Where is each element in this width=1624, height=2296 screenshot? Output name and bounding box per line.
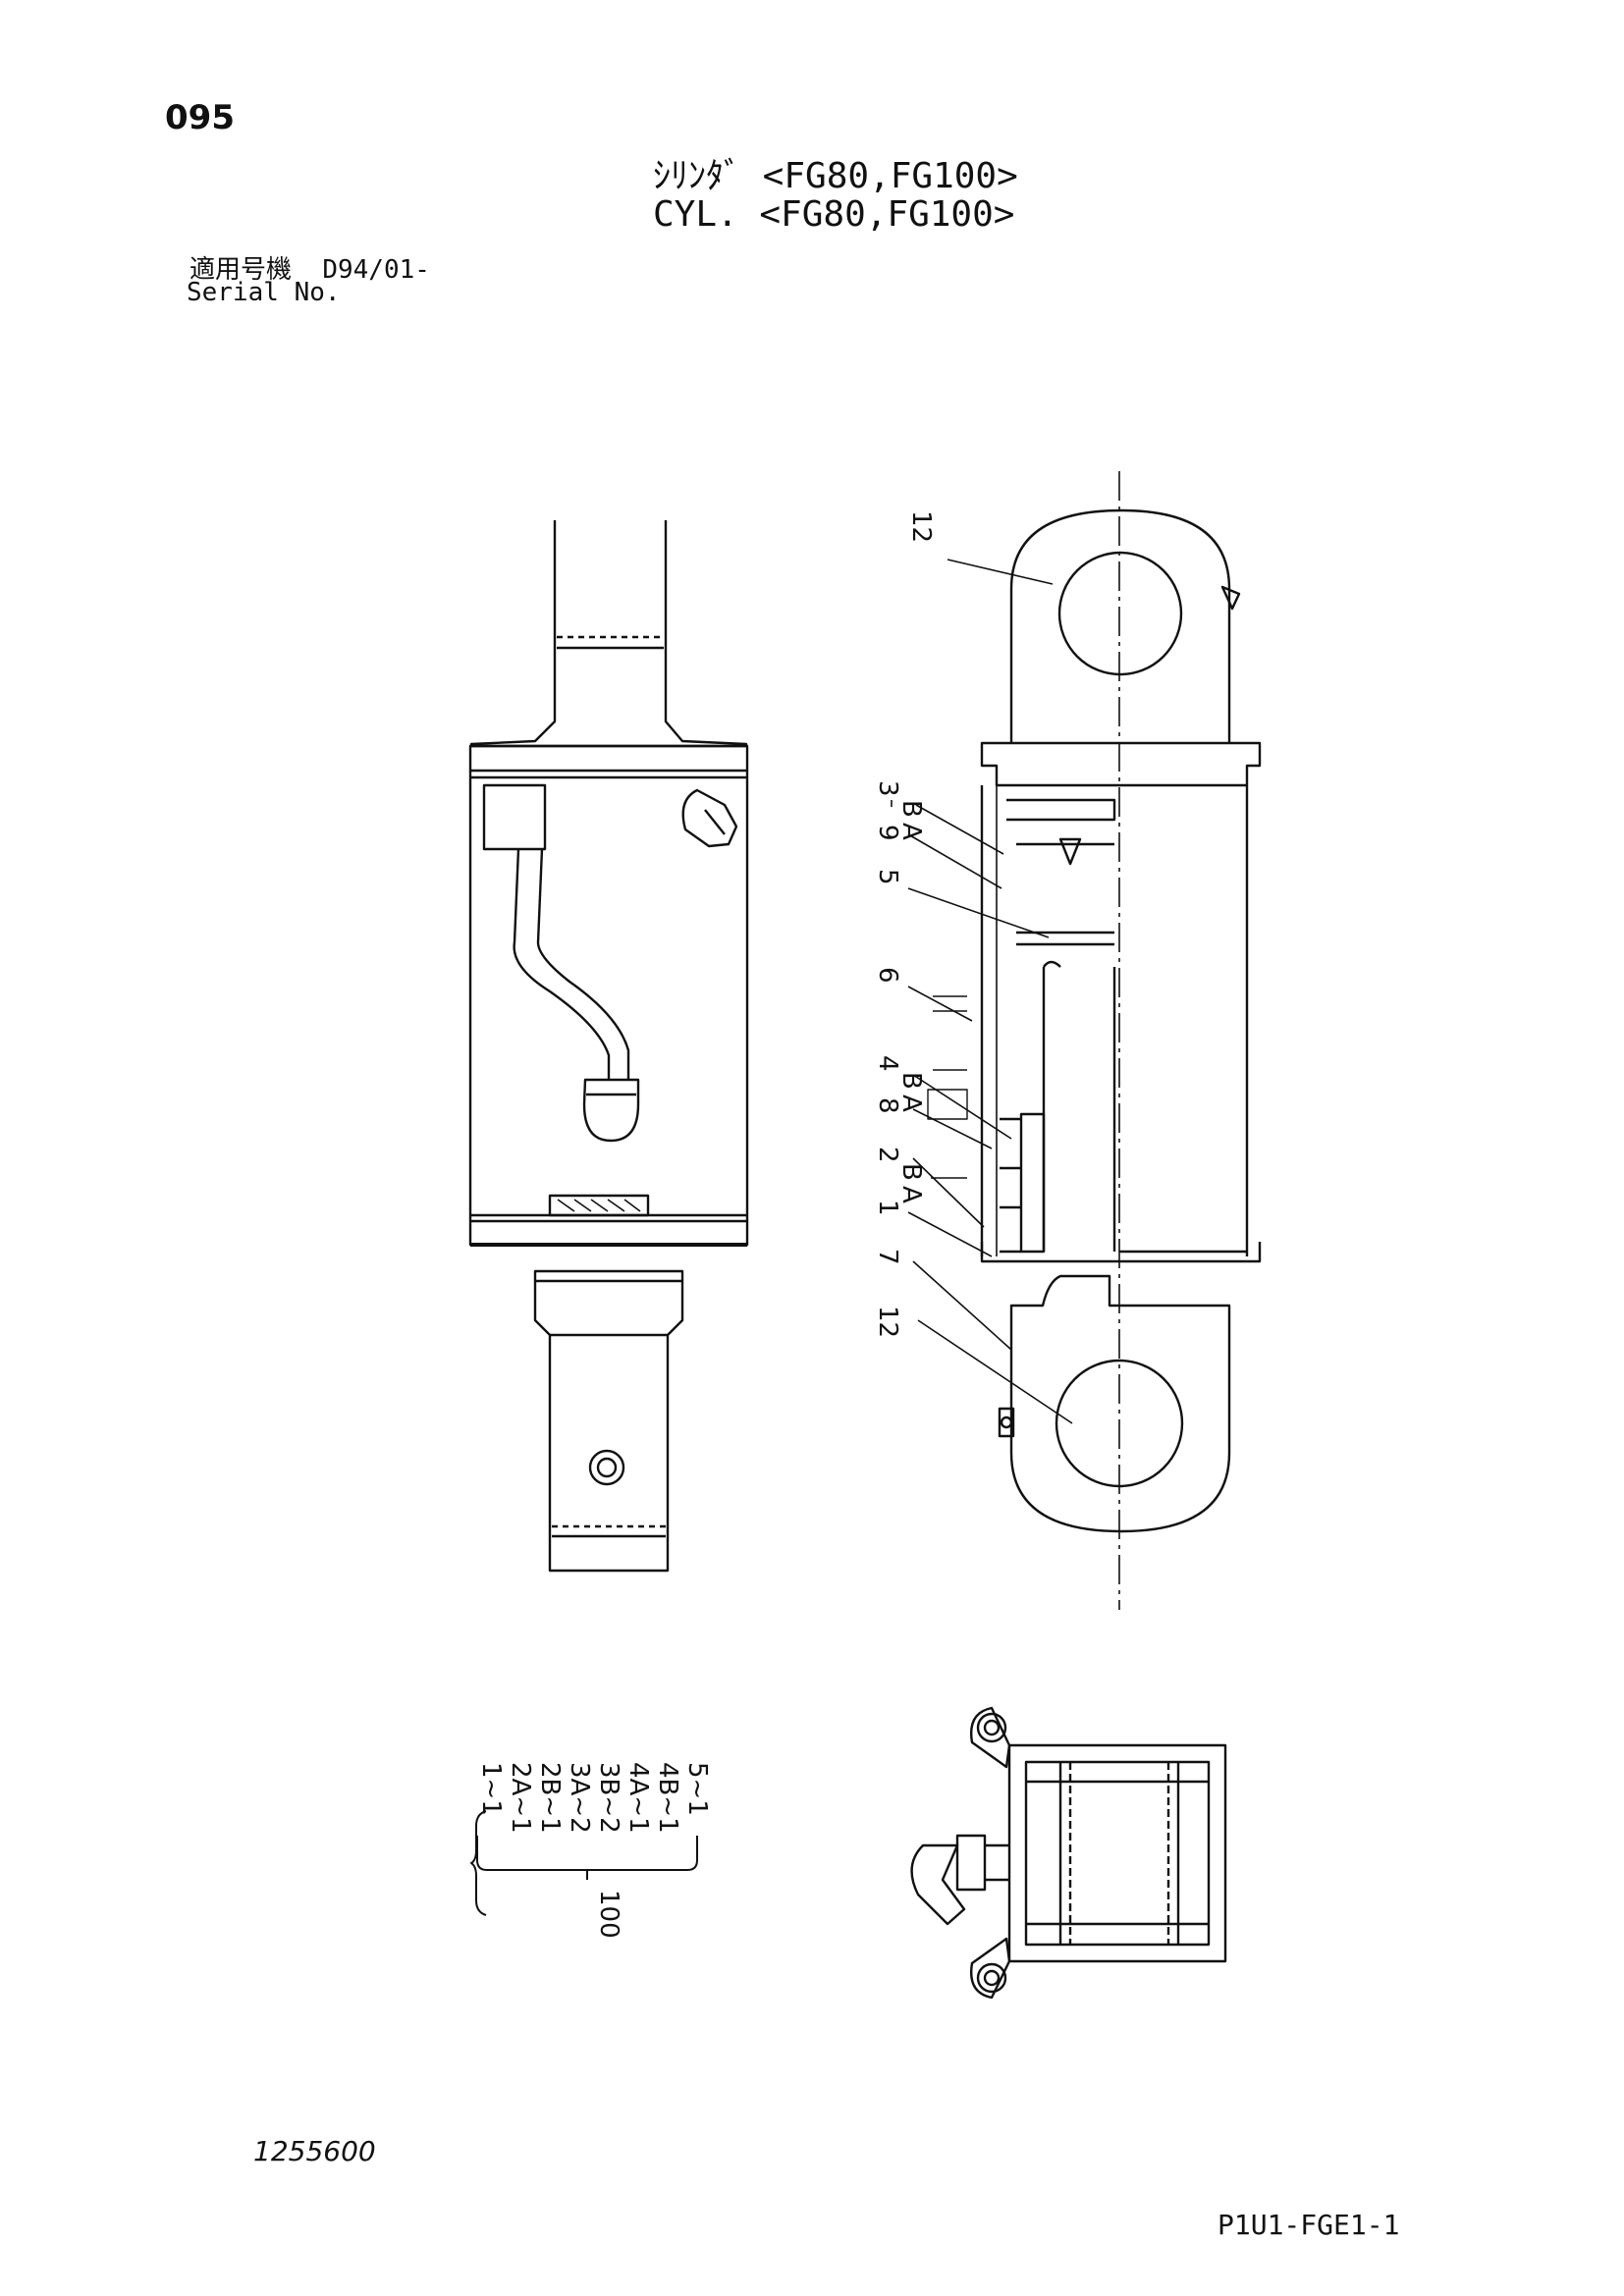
callout-3-a: A — [896, 823, 926, 840]
kit-item-2: 2A~1 — [506, 1762, 535, 1834]
callout-3: 3 — [873, 780, 902, 797]
serial-label-jp-row: 適用号機 D94/01- — [189, 249, 430, 286]
left-external-view — [468, 520, 749, 1573]
callout-2-b: B — [896, 1163, 926, 1181]
serial-label-en: Serial No. — [187, 278, 341, 307]
kit-item-5: 3B~2 — [594, 1762, 623, 1834]
leader-lines — [891, 559, 1073, 1424]
callout-8: 8 — [873, 1097, 902, 1114]
title-japanese: ｼﾘﾝﾀﾞ <FG80,FG100> — [653, 156, 1018, 196]
kit-item-1: 1~1 — [476, 1762, 506, 1816]
end-view — [910, 1706, 1227, 2000]
serial-value: D94/01- — [322, 255, 430, 285]
callout-1: 1 — [873, 1200, 902, 1216]
callout-3-b: B — [896, 800, 926, 818]
callout-12-bottom: 12 — [873, 1306, 902, 1338]
callout-4-b: B — [896, 1072, 926, 1090]
callout-4: 4 — [873, 1055, 902, 1072]
page-number: 095 — [165, 98, 235, 137]
page-code: P1U1-FGE1-1 — [1218, 2209, 1400, 2241]
title-english: CYL. <FG80,FG100> — [653, 194, 1015, 235]
kit-item-7: 4B~1 — [653, 1762, 682, 1834]
callout-7: 7 — [873, 1249, 902, 1265]
kit-item-8: 5~1 — [682, 1762, 712, 1816]
callout-5: 5 — [873, 869, 902, 885]
callout-4-a: A — [896, 1095, 926, 1112]
callout-2: 2 — [873, 1147, 902, 1163]
callout-6: 6 — [873, 967, 902, 984]
kit-brace — [470, 1810, 487, 1916]
callout-2-a: A — [896, 1186, 926, 1203]
kit-item-3: 2B~1 — [535, 1762, 565, 1834]
callout-12-top: 12 — [906, 510, 936, 543]
kit-item-4: 3A~2 — [565, 1762, 594, 1834]
kit-number: 100 — [594, 1890, 623, 1939]
kit-brace-horizontal — [476, 1836, 698, 1880]
serial-label-jp: 適用号機 — [189, 255, 293, 285]
kit-list: 1~1 2A~1 2B~1 3A~2 3B~2 4A~1 4B~1 5~1 10… — [476, 1762, 712, 1939]
kit-item-6: 4A~1 — [623, 1762, 653, 1834]
callout-9: 9 — [873, 825, 902, 841]
right-section-view — [927, 471, 1262, 1610]
drawing-number: 1255600 — [253, 2135, 376, 2167]
